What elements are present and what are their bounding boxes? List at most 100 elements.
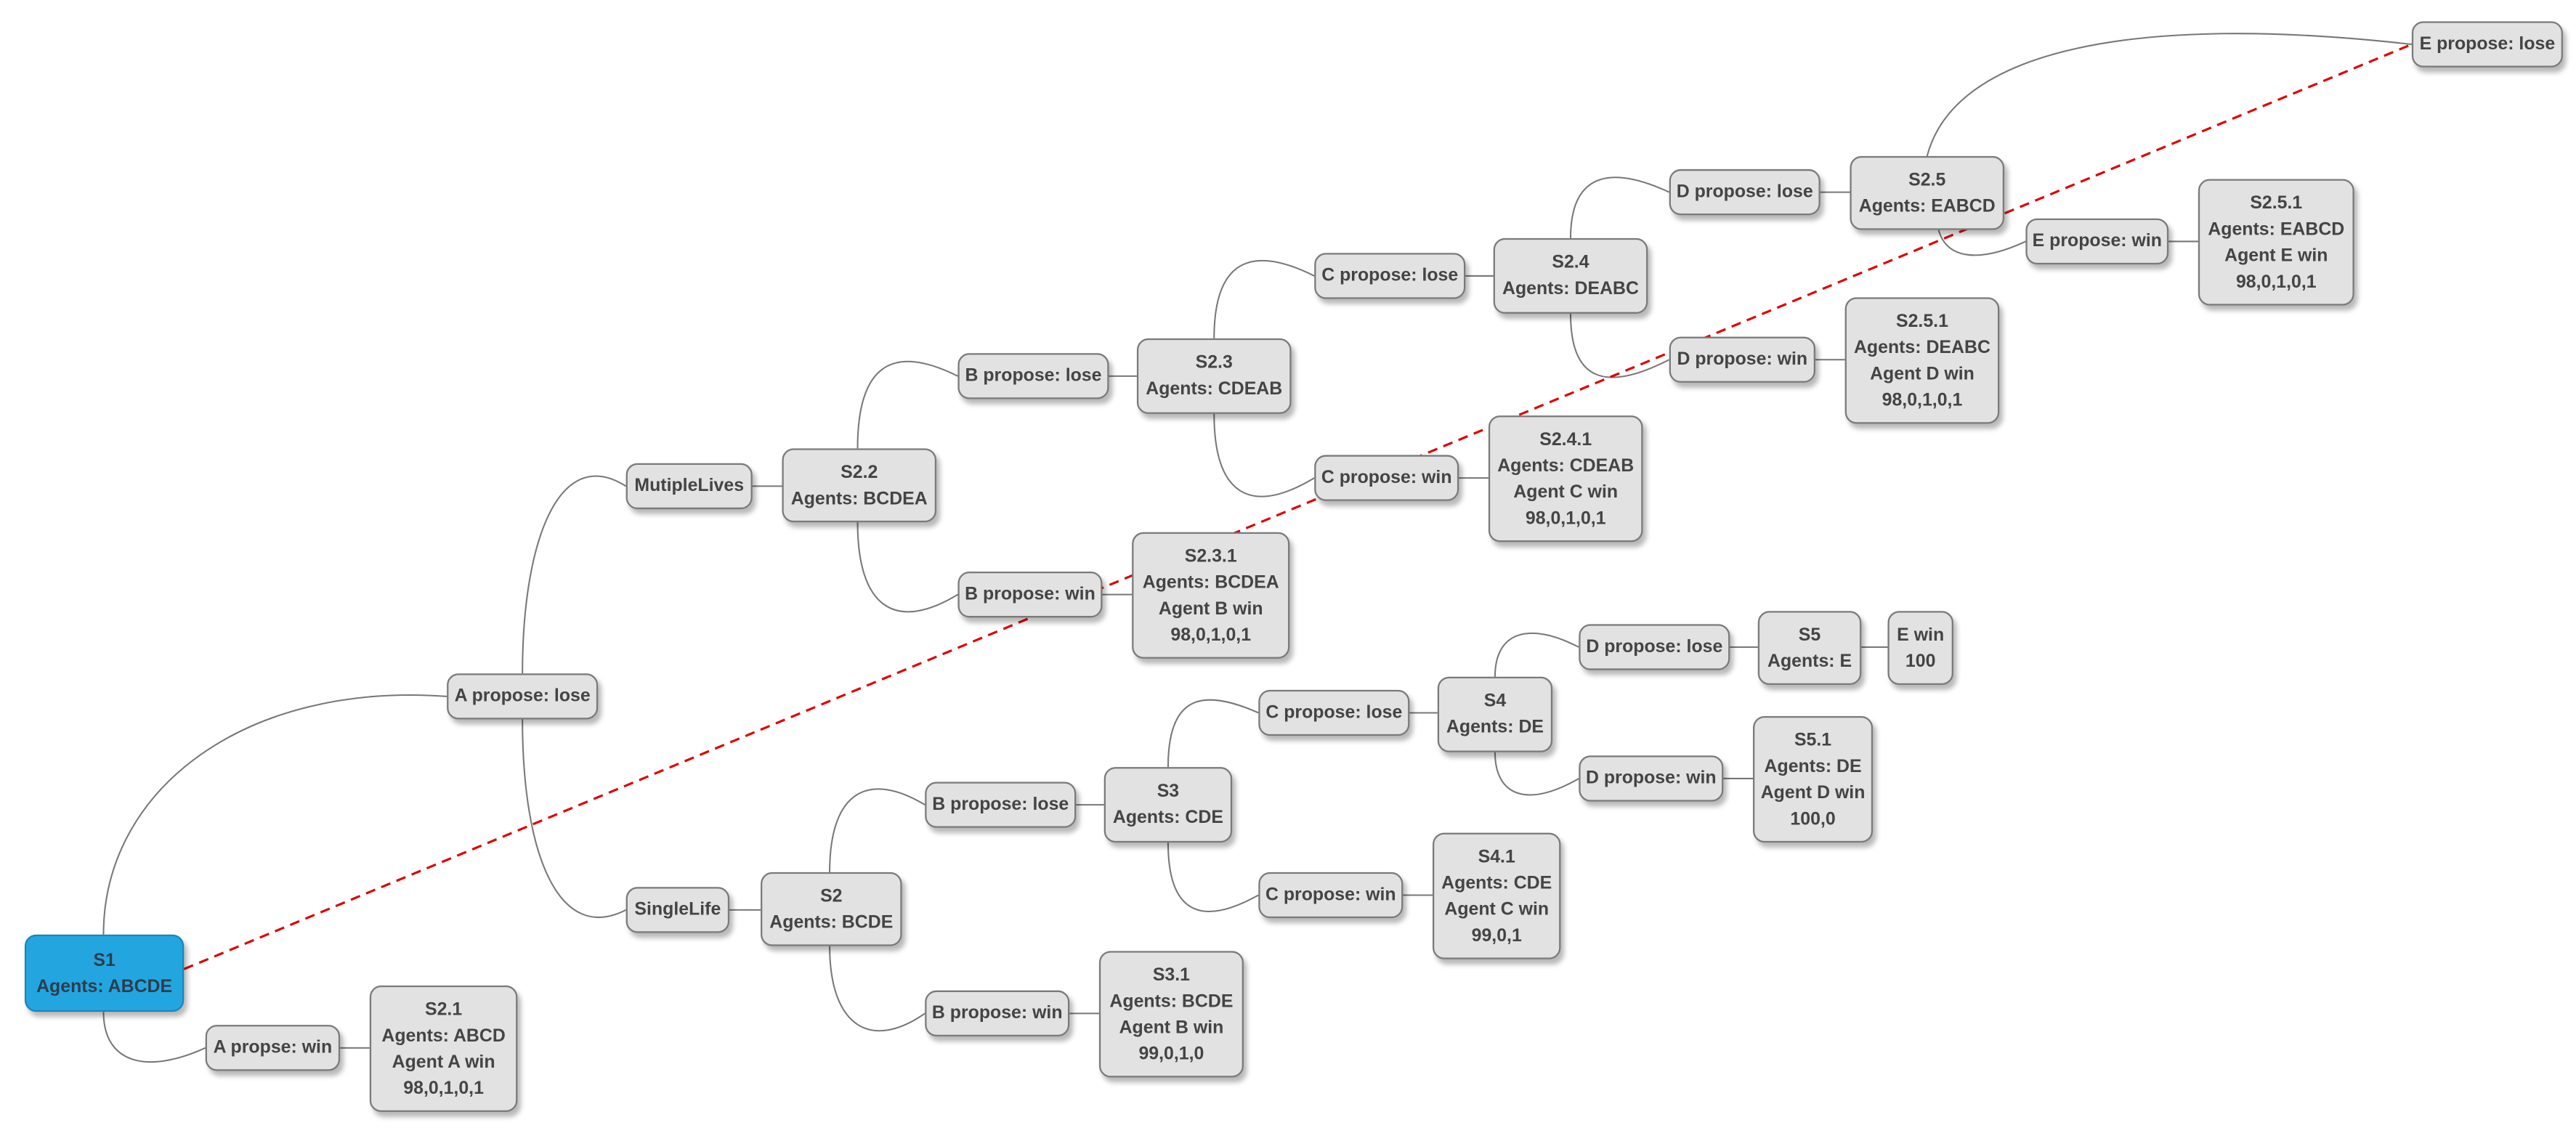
node-s5-title: S5 [1798,625,1821,645]
node-s2-4-1-agents: Agents: CDEAB [1497,455,1635,476]
node-s3-title: S3 [1157,781,1180,802]
node-e-win-payoff: 100 [1905,651,1936,671]
node-c-propose-win-s[interactable]: C propose: win [1258,872,1404,919]
node-s4-title: S4 [1483,691,1507,712]
node-s2-2-agents: Agents: BCDEA [790,488,928,508]
node-s5-agents: Agents: E [1767,651,1852,671]
node-s2-3-agents: Agents: CDEAB [1146,379,1283,399]
node-s2-3-1[interactable]: S2.3.1 Agents: BCDEA Agent B win 98,0,1,… [1132,532,1290,659]
node-s4-1-title: S4.1 [1478,846,1515,866]
node-a-propose-lose-label: A propose: lose [454,686,591,707]
node-b-propose-win-m-label: B propose: win [965,585,1095,605]
edge-s2-b-lose [829,788,926,872]
node-a-propose-win[interactable]: A propse: win [205,1025,341,1071]
edge-s2-b-win [829,946,926,1032]
node-s2-3-1-payoff: 98,0,1,0,1 [1170,625,1252,645]
node-d-propose-lose-s[interactable]: D propose: lose [1579,624,1730,670]
node-c-propose-lose-m-label: C propose: lose [1321,266,1459,286]
node-s2-3-1-agents: Agents: BCDEA [1142,572,1279,593]
node-s3-1[interactable]: S3.1 Agents: BCDE Agent B win 99,0,1,0 [1098,951,1244,1078]
node-d-propose-win-m[interactable]: D propose: win [1669,336,1815,383]
node-s4-1[interactable]: S4.1 Agents: CDE Agent C win 99,0,1 [1433,832,1561,959]
node-s2-4-1-winner: Agent C win [1513,482,1619,502]
node-s2-title: S2 [820,886,843,906]
node-c-propose-win-m-label: C propose: win [1321,468,1452,488]
edge-s3-c-win [1167,842,1259,912]
edge-s2-3-c-lose [1213,259,1315,338]
node-s2-5-1-d[interactable]: S2.5.1 Agents: DEABC Agent D win 98,0,1,… [1844,297,2000,424]
node-s4-1-winner: Agent C win [1444,899,1550,919]
node-s2-5-1-e[interactable]: S2.5.1 Agents: EABCD Agent E win 98,0,1,… [2198,179,2354,306]
node-s3[interactable]: S3 Agents: CDE [1103,767,1233,843]
node-s2-3-1-winner: Agent B win [1158,598,1263,619]
node-s5-1-title: S5.1 [1794,730,1832,750]
node-d-propose-win-s-label: D propose: win [1585,768,1717,789]
edge-s1-a-win [102,1012,206,1063]
edge-s4-d-lose [1494,632,1579,677]
edge-s2-3-c-win [1213,413,1315,498]
node-e-win-title: E win [1897,625,1945,645]
node-c-propose-win-s-label: C propose: win [1265,885,1396,906]
node-c-propose-win-m[interactable]: C propose: win [1314,455,1459,501]
edge-s2-4-d-lose [1569,176,1670,238]
node-single-life[interactable]: SingleLife [625,887,730,933]
edge-s3-c-lose [1167,699,1259,768]
node-e-propose-win[interactable]: E propose: win [2025,218,2169,265]
node-s5-1[interactable]: S5.1 Agents: DE Agent D win 100,0 [1753,716,1874,843]
node-d-propose-lose-m[interactable]: D propose: lose [1669,168,1820,216]
node-b-propose-win-s[interactable]: B propose: win [925,990,1070,1037]
node-s2-5-1-e-agents: Agents: EABCD [2208,219,2345,240]
node-s3-1-payoff: 99,0,1,0 [1138,1044,1204,1064]
node-c-propose-lose-m[interactable]: C propose: lose [1314,253,1466,299]
node-s2-5[interactable]: S2.5 Agents: EABCD [1850,155,2005,230]
node-s4-1-payoff: 99,0,1 [1471,925,1522,946]
node-s2-4-1-title: S2.4.1 [1539,429,1592,450]
node-d-propose-win-s[interactable]: D propose: win [1579,755,1724,802]
node-s2-5-1-e-title: S2.5.1 [2250,192,2303,213]
node-e-win[interactable]: E win 100 [1887,611,1953,686]
node-s2-5-1-e-payoff: 98,0,1,0,1 [2235,272,2317,292]
node-s2-1-agents: Agents: ABCD [381,1026,506,1046]
node-s2-1-winner: Agent A win [392,1052,495,1072]
edge-s2-5-e-win [1937,230,2026,256]
edge-s4-d-win [1494,752,1579,796]
node-s5-1-payoff: 100,0 [1790,808,1836,829]
node-s3-1-agents: Agents: BCDE [1109,991,1234,1011]
node-s5[interactable]: S5 Agents: E [1757,611,1862,686]
node-s3-1-title: S3.1 [1152,965,1191,985]
red-dashed-line [183,43,2413,970]
node-b-propose-lose-s[interactable]: B propose: lose [925,781,1077,828]
edge-a-lose-multiple [522,475,627,674]
node-c-propose-lose-s-label: C propose: lose [1265,702,1403,723]
node-b-propose-lose-m-label: B propose: lose [965,366,1102,386]
node-s2-1[interactable]: S2.1 Agents: ABCD Agent A win 98,0,1,0,1 [369,985,518,1113]
node-a-propose-lose[interactable]: A propose: lose [447,673,599,720]
node-s1-agents: Agents: ABCDE [36,976,173,996]
edge-s2-4-d-win [1569,313,1670,378]
node-s2-5-1-d-title: S2.5.1 [1895,311,1948,331]
node-mutiple-lives[interactable]: MutipleLives [625,463,753,510]
node-b-propose-win-s-label: B propose: win [931,1003,1063,1023]
node-e-propose-lose[interactable]: E propose: lose [2411,21,2563,68]
node-s2-5-1-e-winner: Agent E win [2224,245,2328,266]
node-s2-1-payoff: 98,0,1,0,1 [403,1078,484,1098]
node-e-propose-lose-label: E propose: lose [2419,34,2556,54]
node-s2-2[interactable]: S2.2 Agents: BCDEA [782,448,937,523]
node-b-propose-lose-m[interactable]: B propose: lose [957,353,1109,399]
node-s2-4[interactable]: S2.4 Agents: DEABC [1493,237,1648,314]
node-b-propose-win-m[interactable]: B propose: win [957,572,1103,618]
edge-s2-2-b-win [856,522,958,613]
edge-s2-2-b-lose [856,360,958,449]
node-s2-3[interactable]: S2.3 Agents: CDEAB [1136,338,1292,414]
node-s2-4-title: S2.4 [1552,253,1589,273]
node-s4-agents: Agents: DE [1446,718,1544,738]
node-s2-3-title: S2.3 [1195,353,1233,373]
node-s2[interactable]: S2 Agents: BCDE [761,872,902,946]
node-s1[interactable]: S1 Agents: ABCDE [24,934,185,1012]
node-c-propose-lose-s[interactable]: C propose: lose [1258,689,1410,736]
node-single-life-label: SingleLife [634,900,721,920]
node-s2-4-1[interactable]: S2.4.1 Agents: CDEAB Agent C win 98,0,1,… [1488,415,1643,543]
node-s4[interactable]: S4 Agents: DE [1437,676,1553,752]
node-s2-4-agents: Agents: DEABC [1502,279,1639,299]
